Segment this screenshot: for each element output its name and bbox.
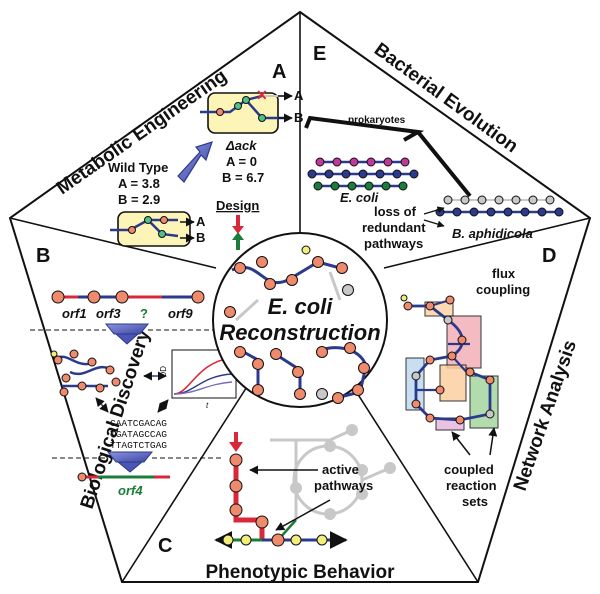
knockout-x-icon: ✕: [256, 87, 268, 103]
mutant-a-value: A = 0: [226, 154, 257, 169]
orf9-label: orf9: [168, 306, 193, 321]
prokaryotes-label: prokaryotes: [348, 115, 406, 126]
wt-node-b: B: [196, 230, 205, 245]
sequence-line-2: TGATAGCCAG: [110, 429, 167, 440]
mutant-node-a: A: [294, 88, 304, 103]
panel-c-title: Phenotypic Behavior: [206, 562, 396, 583]
discovery-network: [50, 349, 121, 397]
coupled-line-3: sets: [462, 494, 488, 509]
mutant-label: Δack: [225, 138, 257, 153]
wild-type-b-value: B = 2.9: [118, 192, 160, 207]
decrease-arrow-icon: [232, 226, 244, 234]
wild-type-label: Wild Type: [108, 160, 168, 175]
ecoli-label: E. coli: [340, 190, 379, 205]
loss-line-1: loss of: [374, 204, 417, 219]
orf4-label: orf4: [118, 483, 143, 498]
panel-c: C Phenotypic Behavior: [158, 424, 396, 583]
coupled-line-1: coupled: [444, 462, 494, 477]
center-title-line-1: E. coli: [268, 294, 334, 319]
center-title-line-2: Reconstruction: [219, 320, 380, 345]
design-arrow-icon: [177, 141, 213, 183]
sequence-line-3: TTAGTCTGAG: [110, 440, 167, 451]
design-label: Design: [216, 198, 259, 213]
panel-a-letter: A: [272, 61, 286, 83]
panel-d-letter: D: [542, 245, 556, 267]
panel-e-letter: E: [313, 43, 326, 65]
flux-network: [400, 294, 495, 425]
increase-arrow-icon: [232, 232, 244, 240]
center-reconstruction: E. coli Reconstruction: [212, 232, 388, 408]
mutant-b-value: B = 6.7: [222, 170, 264, 185]
loss-line-3: pathways: [364, 236, 423, 251]
baph-label: B. aphidicola: [452, 226, 533, 241]
loss-line-2: redundant: [362, 220, 426, 235]
panel-c-letter: C: [158, 535, 172, 557]
plot-x-label: t: [206, 401, 209, 410]
ecoli-network: [307, 157, 419, 191]
unknown-gene-label: ?: [140, 306, 148, 321]
wt-node-a: A: [196, 214, 206, 229]
orf3-label: orf3: [96, 306, 121, 321]
panel-b-letter: B: [36, 245, 50, 267]
active-line-1: active: [322, 462, 359, 477]
coupled-line-2: reaction: [446, 478, 497, 493]
flux-line-2: coupling: [476, 282, 530, 297]
mutant-node-b: B: [294, 110, 303, 125]
wild-type-a-value: A = 3.8: [118, 176, 160, 191]
input-arrow-icon: [229, 442, 243, 452]
active-line-2: pathways: [314, 478, 373, 493]
sequence-line-1: CAATCGACAG: [110, 418, 167, 429]
center-network: [224, 245, 370, 404]
pentagon-dividers: [9, 12, 591, 583]
flux-line-1: flux: [492, 266, 516, 281]
orf1-label: orf1: [62, 306, 87, 321]
